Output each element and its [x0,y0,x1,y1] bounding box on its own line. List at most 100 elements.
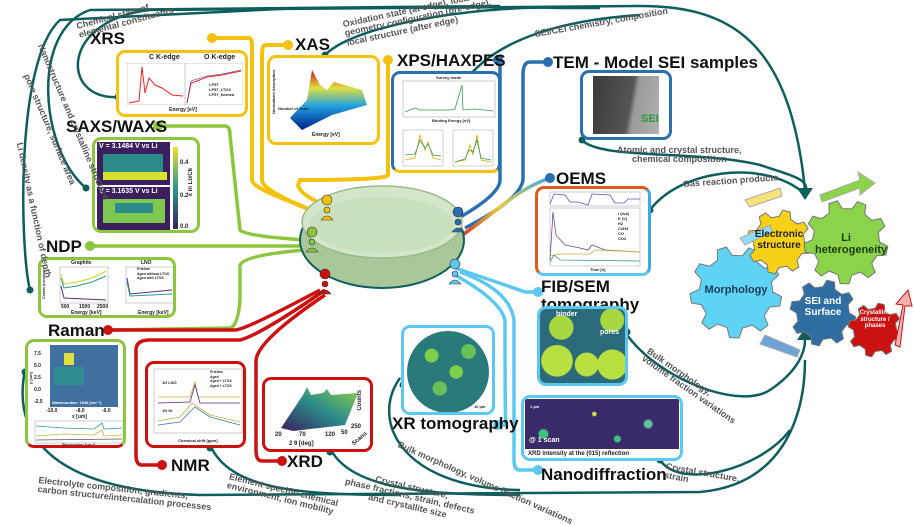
xrs-plot [127,63,243,105]
method-label-xrs[interactable]: XRS [90,29,125,48]
nmr-trace-label: 1H Gr [162,408,173,413]
tem-panel: SEI [580,70,672,140]
legend-item: E (V) [618,216,628,221]
raman-xlabel: x [um] [72,414,87,420]
method-label-tem[interactable]: TEM - Model SEI samples [553,53,758,72]
saxs-map-1-label: V = 3.1484 V vs Li [99,143,158,150]
xas-zlabel: Normalized Absorption [271,70,276,114]
gear-3 [789,279,857,347]
xtick: -8.0 [76,408,85,414]
xtick: 70 [299,432,306,438]
xrs-title-o: O K-edge [204,54,236,61]
method-label-xas[interactable]: XAS [295,35,330,54]
annotation-line: Atomic and crystal structure, [617,145,742,155]
ndp-title-graphite: Graphite [71,260,92,266]
oems-xlabel: Time [h] [590,267,606,272]
nmr-xlabel: Chemical shift [ppm] [178,438,218,443]
raman-ylabel: y [um] [28,372,33,384]
xrd-panel: 20 70 120 2 θ [deg] 50 250 Scans Counts [262,377,373,452]
oems-plot [549,191,641,267]
xrd-xlabel: 2 θ [deg] [289,441,314,447]
ytick: 0.0 [34,387,41,393]
ytick: 250 [351,424,362,430]
saxs-map-2-label: V = 3.1635 V vs Li [99,188,158,195]
legend-item: LP57 [209,82,219,87]
method-label-nano[interactable]: Nanodiffraction [541,465,667,484]
xrt-image [407,331,489,412]
colorbar-tick: 0.2 [180,193,189,199]
gear-1 [746,209,812,275]
nano-scalebar: 1 µm [530,404,540,409]
ndp-xlabel: Energy [keV] [71,310,102,316]
legend-item: Pristine [210,370,223,374]
xrt-panel: 10 µm [401,325,495,415]
ndp-plots [59,266,173,304]
method-label-ndp[interactable]: NDP [46,237,82,256]
xrt-scalebar: 10 µm [474,404,486,409]
saxs-panel: V = 3.1484 V vs Li V = 3.1635 V vs Li 0.… [92,137,200,233]
fib-image [540,309,625,383]
xtick: -10.0 [46,408,58,414]
ndp-title-lno: LNO [141,260,152,266]
xps-xlabel: Binding Energy [eV] [432,118,471,123]
raman-map-text: Wavenumber: 1546 [cm⁻¹] [52,400,102,405]
ytick: 7.5 [34,351,41,357]
gear-2 [803,200,889,285]
ndp-xtick: 1500 [79,304,91,310]
fib-pores-annotation: pores [600,329,620,336]
nano-map: 1 µm @ 1 scan [525,399,679,449]
method-label-xrt[interactable]: XR tomography [392,414,519,433]
legend-item: Aged + LTOX [210,383,232,388]
annotation-tem: Atomic and crystal structure,chemical co… [617,145,742,165]
method-label-oems[interactable]: OEMS [556,169,607,188]
legend-item: LP57_formed [209,91,235,97]
ytick: 50 [341,430,348,436]
fib-panel: binder pores [537,306,628,386]
legend-item: Aged + LTOX [210,379,232,384]
saxs-colorbar [173,147,178,229]
ytick: 2.5 [34,375,41,381]
legend-item: Aged with LTOX [137,276,164,281]
method-label-raman[interactable]: Raman [48,321,105,340]
xtick: 20 [275,432,282,438]
colorbar-label: x in LixC6 [188,168,194,197]
nano-scan-label: @ 1 scan [529,437,560,444]
ndp-xtick: 500 [61,304,70,310]
method-label-xps[interactable]: XPS/HAXPES [397,51,506,70]
xps-plots [402,80,496,167]
gear-4 [847,302,903,358]
xas-ylabel: Number of Scan [278,106,309,111]
raman-spectrum-xlabel: Wavenumber [cm⁻¹] [62,443,96,447]
xas-panel: Energy [eV] Normalized Absorption Number… [267,55,380,145]
nmr-plot [153,368,243,434]
method-label-nmr[interactable]: NMR [171,456,210,475]
saxs-map-1: V = 3.1484 V vs Li [97,142,170,185]
legend-item: H2 [618,221,624,226]
gear-label-sei: SEI and Surface [804,296,842,318]
ytick: -2.5 [34,399,43,405]
xas-surface-plot [290,70,367,130]
ndp-xlabel-2: Energy [keV] [138,310,169,316]
gear-label-li-heterogeneity: Li heterogeneity [815,232,888,257]
legend-item: CO2 [618,236,627,241]
tem-sei-annotation: SEI [641,113,659,125]
legend-item: Aged [210,374,219,379]
legend-item: CO [618,231,624,236]
xrd-zlabel: Counts [357,390,363,411]
gear-label-morphology: Morphology [704,284,768,296]
method-label-xrd[interactable]: XRD [287,452,323,471]
method-label-saxs[interactable]: SAXS/WAXS [66,117,168,136]
xrd-waterfall [281,387,358,431]
legend-item: LP57_LTOX [209,86,232,92]
colorbar-tick: 0.0 [180,224,189,230]
legend-item: C2H4 [618,226,629,231]
